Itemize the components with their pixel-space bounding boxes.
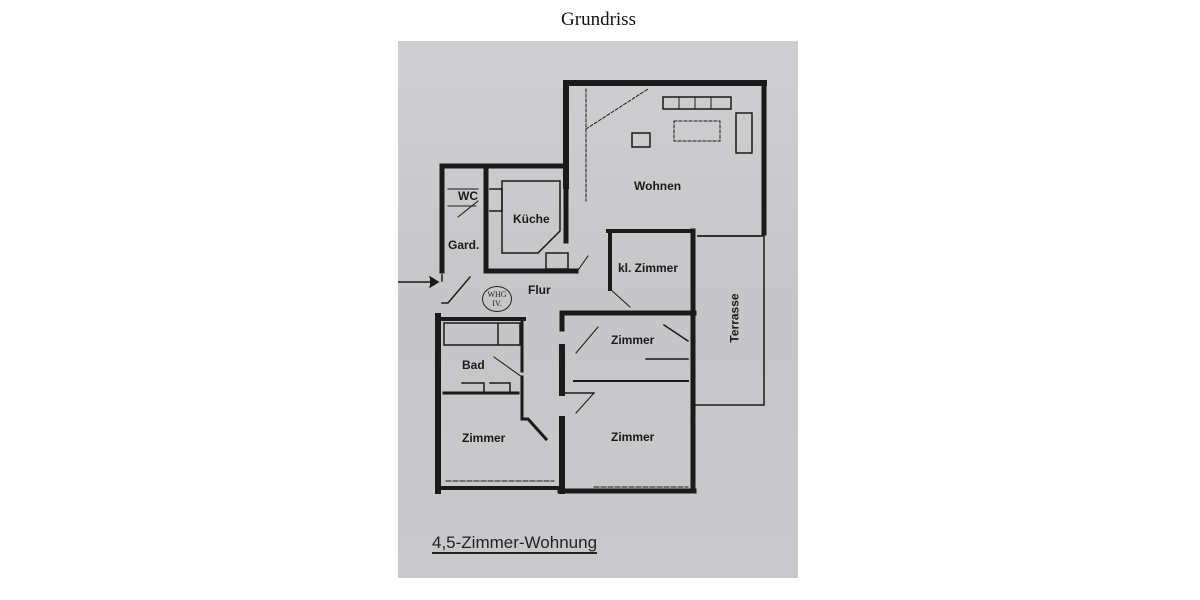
apartment-stamp: WHG IV.: [482, 286, 512, 312]
room-label-zimmer-rechts: Zimmer: [611, 430, 655, 444]
room-label-wc: WC: [458, 189, 478, 203]
room-label-zimmer-links: Zimmer: [462, 431, 506, 445]
page-title: Grundriss: [561, 9, 636, 30]
room-label-kl-zimmer: kl. Zimmer: [618, 261, 679, 275]
room-label-flur: Flur: [528, 283, 551, 297]
room-label-zimmer-mitte: Zimmer: [611, 333, 655, 347]
room-label-gard: Gard.: [448, 238, 480, 252]
stamp-line-1: WHG: [487, 290, 507, 299]
stamp-line-2: IV.: [492, 299, 502, 308]
room-label-wohnen: Wohnen: [634, 179, 682, 193]
room-label-bad: Bad: [462, 358, 485, 372]
floorplan-caption: 4,5-Zimmer-Wohnung: [432, 533, 598, 554]
room-label-terrasse: Terrasse: [727, 293, 742, 343]
floorplan-scan: Wohnen Küche WC Gard. Flur kl. Zimmer Te…: [398, 41, 798, 578]
room-label-kueche: Küche: [513, 212, 550, 226]
floorplan-drawing: [398, 80, 767, 494]
